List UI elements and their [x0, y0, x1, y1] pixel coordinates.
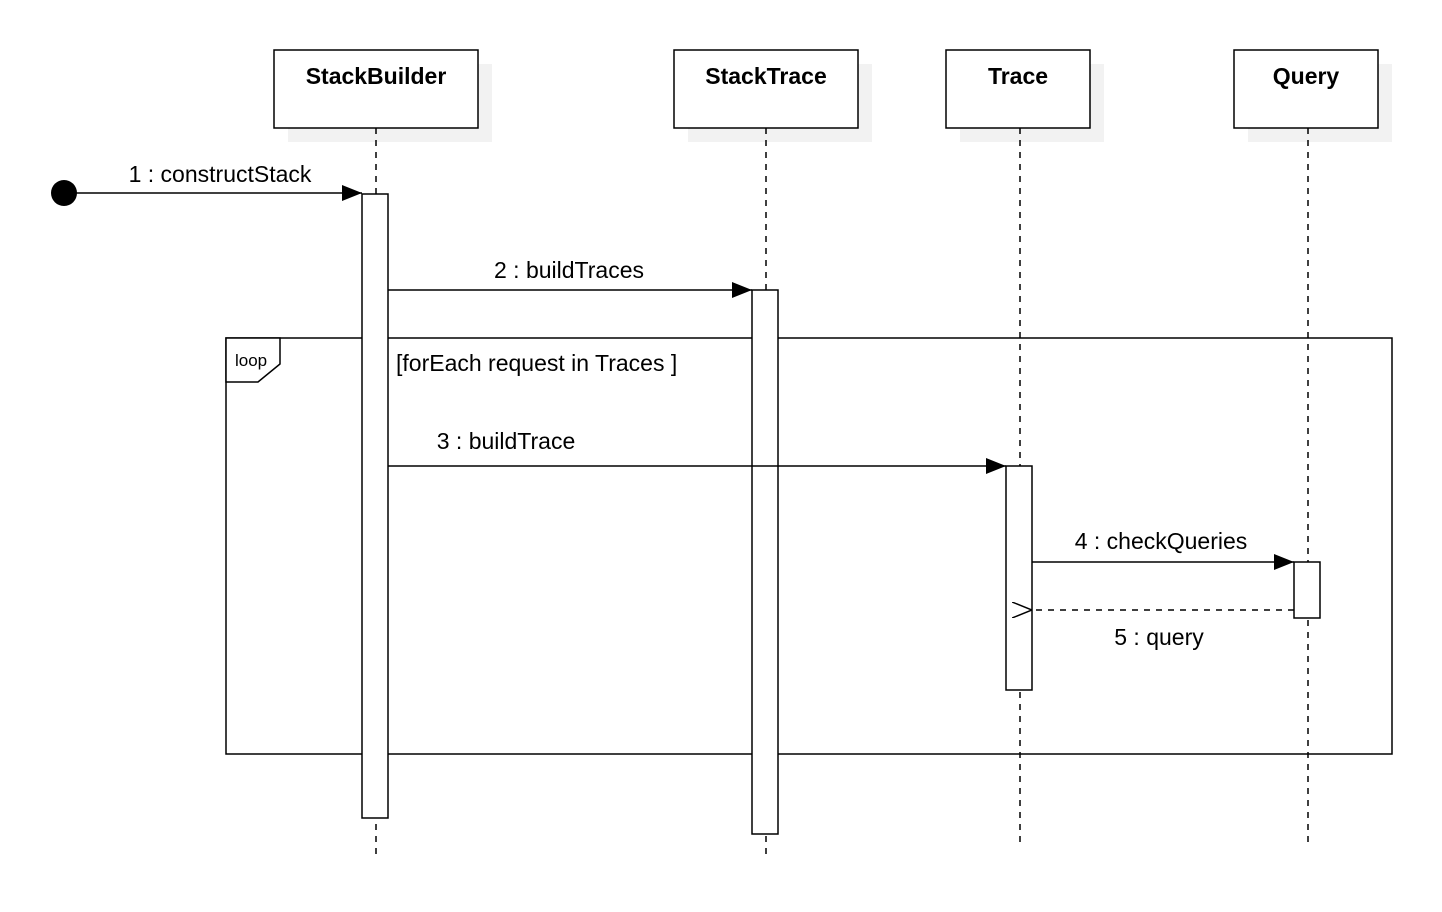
lifeline-stacktrace[interactable]: StackTrace [673, 49, 859, 129]
activation-stacktrace[interactable] [751, 289, 779, 835]
message-1[interactable]: 1 : constructStack [51, 161, 362, 206]
activation-bars [361, 193, 1321, 835]
loop-frame: loop [forEach request in Traces ] [225, 337, 1393, 755]
lifeline-stackbuilder[interactable]: StackBuilder [273, 49, 479, 129]
loop-frame-box [225, 337, 1393, 755]
message-4[interactable]: 4 : checkQueries [1032, 528, 1294, 570]
activation-trace[interactable] [1005, 465, 1033, 691]
message-2-label: 2 : buildTraces [494, 257, 644, 283]
loop-frame-tag-pentagon [225, 337, 281, 383]
lifeline-title-query: Query [1273, 63, 1340, 89]
lifeline-trace[interactable]: Trace [945, 49, 1091, 129]
message-1-label: 1 : constructStack [129, 161, 312, 187]
message-4-label: 4 : checkQueries [1075, 528, 1248, 554]
loop-guard: [forEach request in Traces ] [396, 350, 677, 376]
lifeline-title-stacktrace: StackTrace [705, 63, 826, 89]
lifeline-head-stacktrace[interactable] [673, 49, 859, 129]
message-5-label: 5 : query [1114, 624, 1204, 650]
lifeline-head-trace[interactable] [945, 49, 1091, 129]
lifeline-lines [375, 128, 1309, 858]
lifeline-head-query[interactable] [1233, 49, 1379, 129]
activation-query[interactable] [1293, 561, 1321, 619]
message-3-label: 3 : buildTrace [437, 428, 576, 454]
lifeline-title-stackbuilder: StackBuilder [306, 63, 447, 89]
loop-frame-tag: loop [235, 351, 267, 370]
lifeline-title-trace: Trace [988, 63, 1048, 89]
message-2[interactable]: 2 : buildTraces [388, 257, 752, 298]
lifeline-head-stackbuilder[interactable] [273, 49, 479, 129]
lifeline-query[interactable]: Query [1233, 49, 1379, 129]
activation-stackbuilder[interactable] [361, 193, 389, 819]
message-5[interactable]: 5 : query [1032, 610, 1294, 650]
message-3[interactable]: 3 : buildTrace [388, 428, 1006, 474]
